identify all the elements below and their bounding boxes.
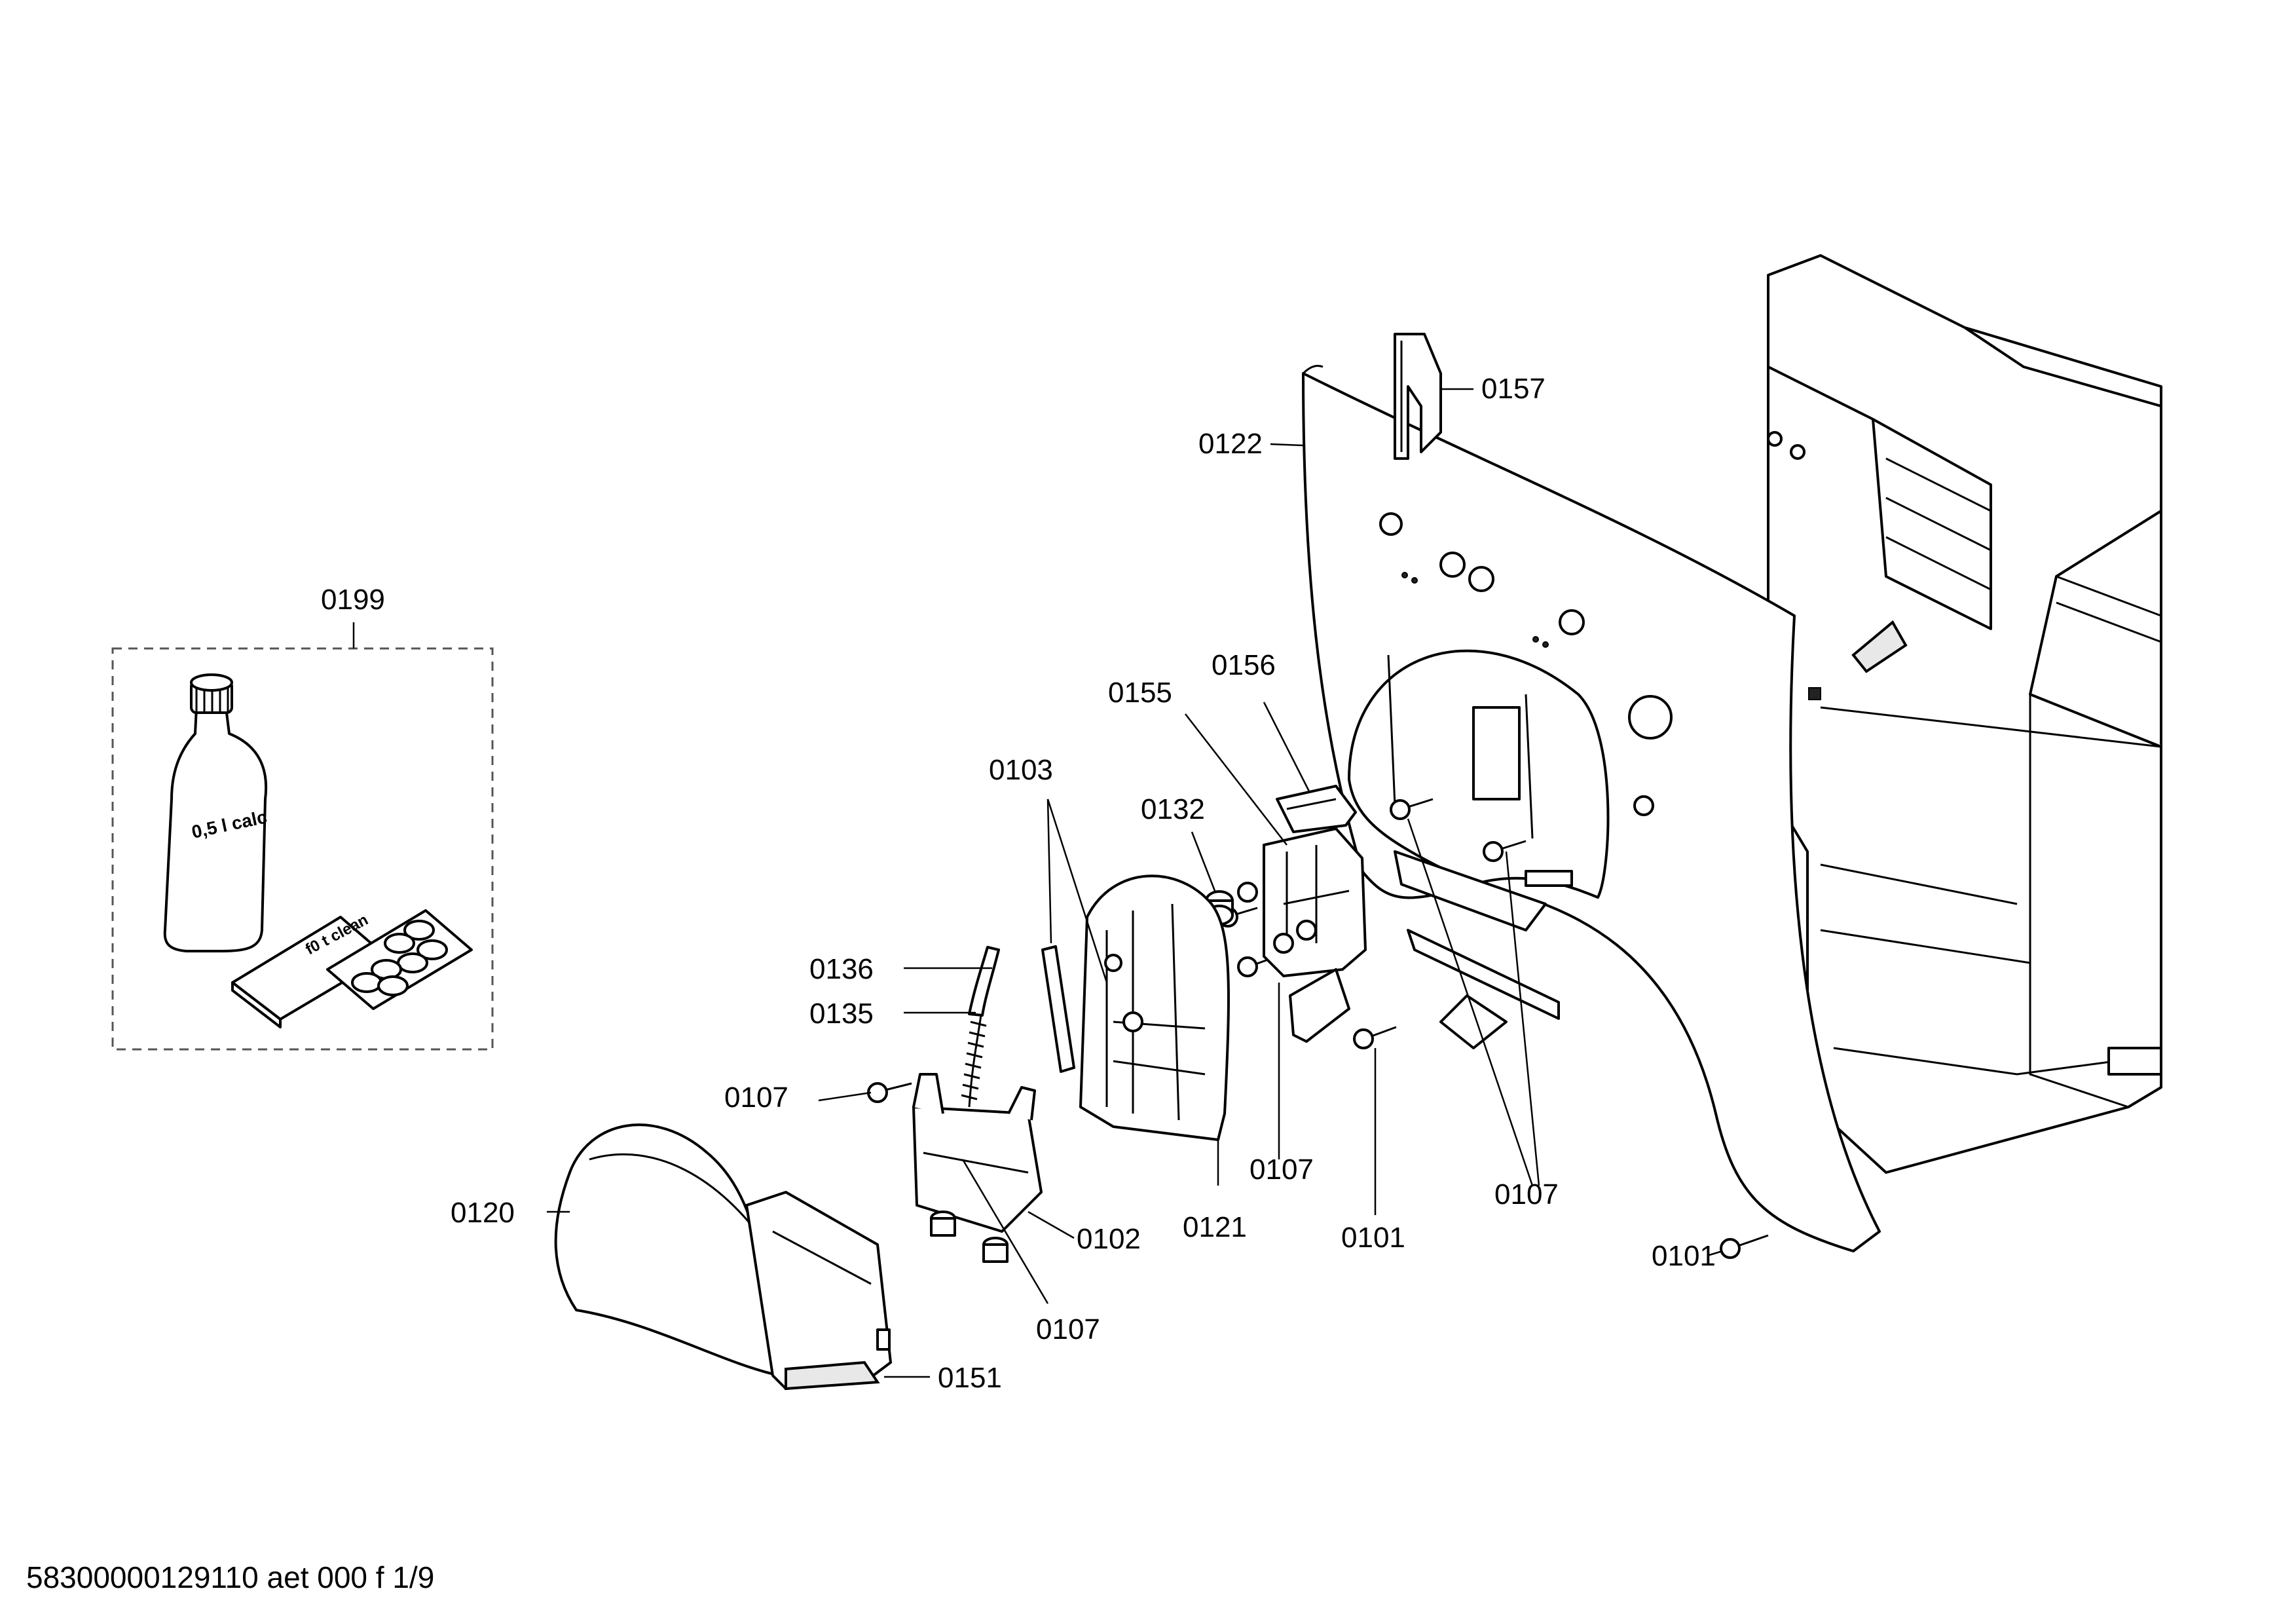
panel-button [1468,566,1494,592]
label-0102: 0102 [1077,1223,1141,1255]
label-0103: 0103 [989,754,1053,786]
panel-button [1559,609,1585,635]
housing-clip [1851,620,1908,673]
latch-0156 [1276,785,1357,833]
panel-button [1439,552,1466,578]
label-0107-bottom: 0107 [1036,1313,1100,1345]
drawing-reference: 58300000129110 aet 000 f 1/9 [26,1560,434,1594]
holder-0155 [1263,827,1367,1043]
label-0199: 0199 [321,584,385,616]
brew-mount [1472,706,1521,800]
screw-0101 [1353,1026,1397,1049]
label-0107-center: 0107 [1250,1154,1314,1186]
label-0136: 0136 [809,953,874,985]
selector-knob [1628,695,1673,740]
cover-0120 [554,1123,781,1377]
housing-rail [2107,1047,2162,1076]
screw-0107 [867,1082,912,1103]
panel-slot [1525,870,1573,887]
screw-0101 [1720,1234,1769,1259]
panel-button [1379,512,1403,536]
machine-housing [1767,254,2162,1174]
label-0101-right: 0101 [1652,1240,1716,1272]
panel-ledge [1394,850,1547,931]
label-0122: 0122 [1198,428,1263,460]
label-0107-left: 0107 [724,1081,788,1114]
label-0157: 0157 [1481,373,1546,405]
screw-0107 [1390,798,1434,820]
spring-0135 [961,1015,987,1108]
panel-button [1633,795,1654,816]
part-labels: 0199 0157 0122 0156 0155 0103 0132 0136 … [321,373,1716,1394]
label-0135: 0135 [809,998,874,1030]
label-0120: 0120 [451,1197,515,1229]
screw-0107 [1483,840,1527,862]
hose-0136 [968,946,1000,1017]
cleaning-tablets: f0 t clean [231,909,473,1028]
descaler-bottle: 0,5 l calc [163,673,268,952]
bracket-0157 [1394,333,1473,460]
label-0151: 0151 [938,1362,1002,1394]
mount-plate-0121 [1079,874,1230,1141]
label-0132: 0132 [1141,793,1205,825]
label-0155: 0155 [1108,677,1172,709]
label-0101-center: 0101 [1341,1222,1405,1254]
valve-0102 [912,1073,1043,1263]
label-0156: 0156 [1212,649,1276,681]
kit-dashed-box [111,647,494,1051]
leader-lines [547,702,1723,1378]
tray-0151 [745,1191,892,1391]
accessory-kit-0199: 0,5 l calc f0 t clean [111,622,494,1051]
label-0107-right: 0107 [1494,1178,1559,1210]
label-0121: 0121 [1183,1211,1247,1243]
seal-strip-0103 [1041,945,1075,1073]
